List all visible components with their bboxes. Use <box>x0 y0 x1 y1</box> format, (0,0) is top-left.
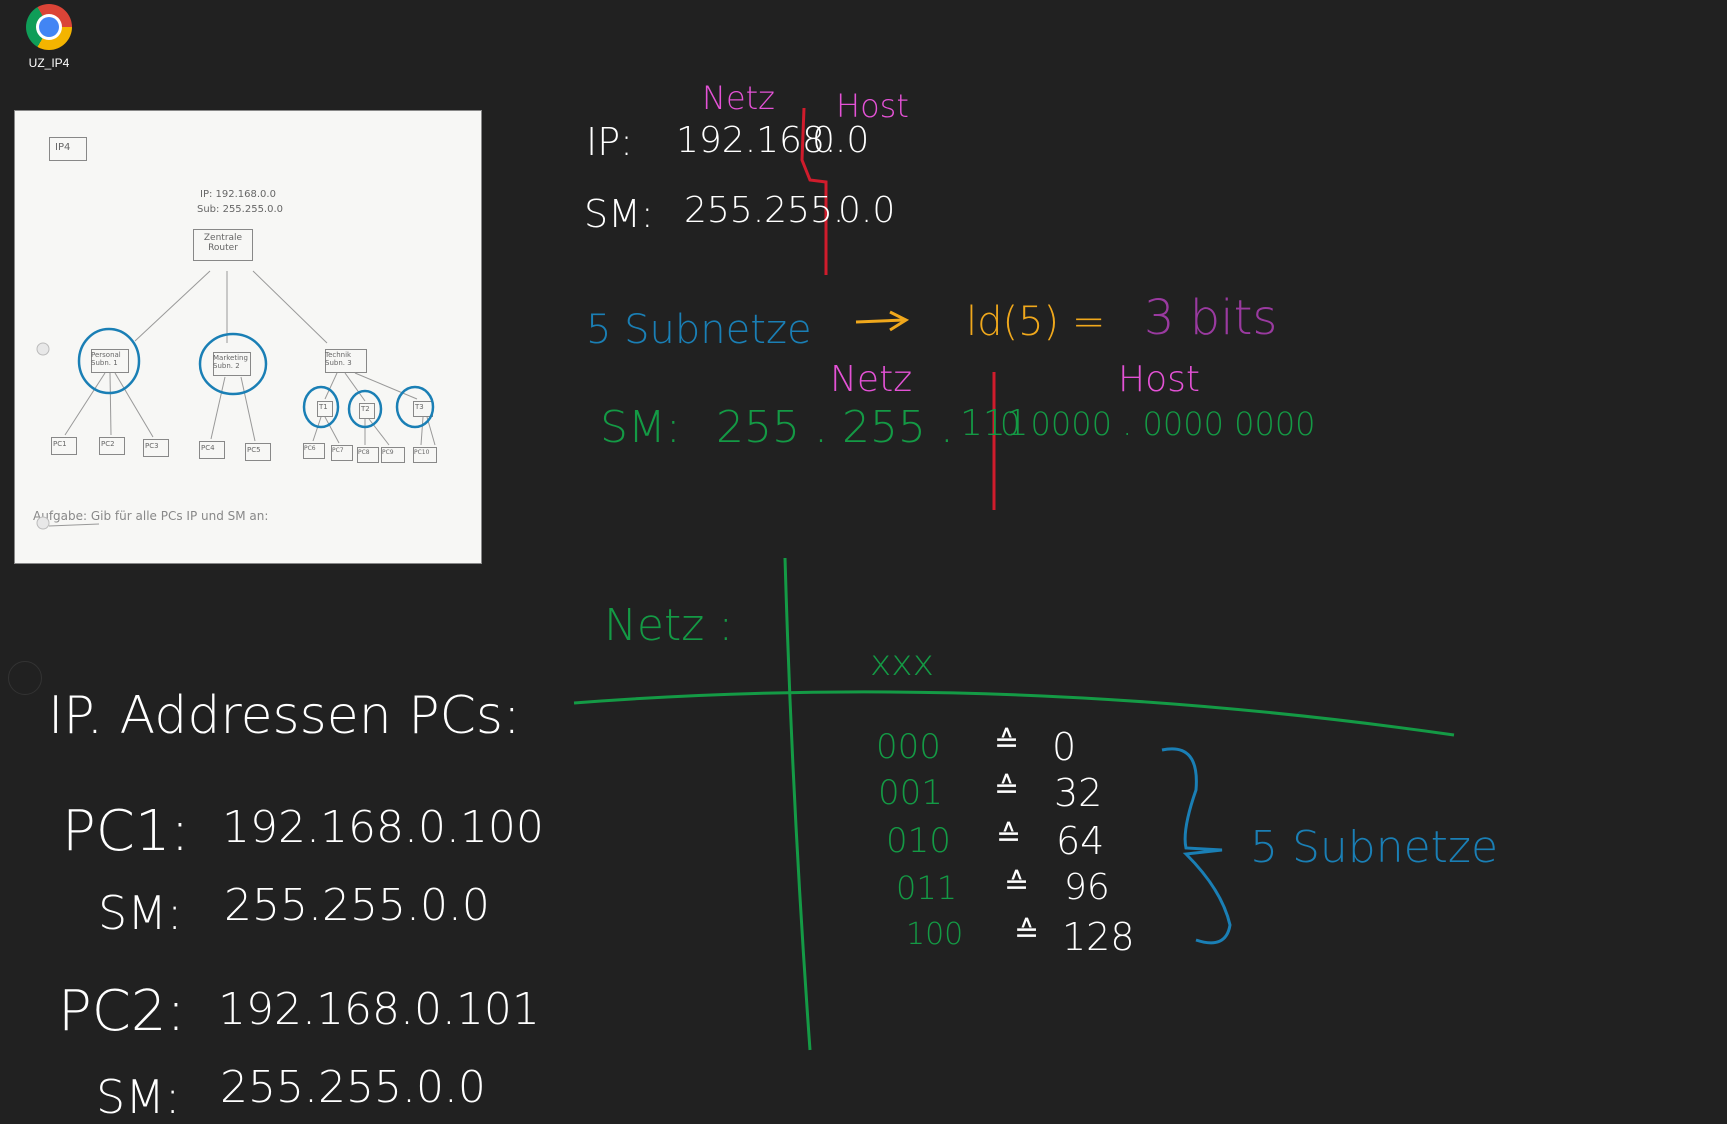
table-row-eq: ≙ <box>1014 915 1040 950</box>
sheet-node-2: Marketing Subn. 2 <box>213 354 248 370</box>
sheet-pc: PC3 <box>145 442 159 450</box>
sheet-router: Zentrale Router <box>203 233 243 253</box>
sheet-ip-line: IP: 192.168.0.0 <box>200 189 276 200</box>
worksheet-image: IP4 IP: 192.168.0.0 Sub: 255.255.0.0 Zen… <box>14 110 482 564</box>
table-row-bits: 100 <box>906 917 964 952</box>
brace-label: 5 Subnetze <box>1250 822 1499 873</box>
table-header-netz: Netz : <box>604 600 734 651</box>
table-row-bits: 011 <box>896 869 958 907</box>
sheet-pc: PC9 <box>382 449 394 456</box>
sm-row-host: 0.0 <box>838 190 896 231</box>
sheet-pc: PC2 <box>101 440 115 448</box>
table-row-bits: 010 <box>886 821 951 861</box>
binary-sm-host-bits: 0 0000 . 0000 0000 <box>1000 405 1316 443</box>
sheet-title: IP4 <box>55 142 71 153</box>
sheet-node-1: Personal Subn. 1 <box>91 351 121 367</box>
subnets-count: 5 Subnetze <box>586 307 812 353</box>
subnets-formula: ld(5) = <box>966 299 1106 345</box>
table-row-eq: ≙ <box>1004 867 1030 902</box>
sheet-small-node-2: T2 <box>361 405 370 413</box>
sheet-pc: PC5 <box>247 446 261 454</box>
ip-list-heading: IP. Addressen PCs: <box>48 686 521 746</box>
table-horizontal-line <box>573 690 1455 737</box>
pc2-sm-label: SM: <box>96 1070 181 1124</box>
table-row-eq: ≙ <box>996 819 1022 854</box>
sheet-pc: PC10 <box>414 449 430 456</box>
worksheet-drawing <box>36 270 436 530</box>
table-row-eq: ≙ <box>994 725 1020 760</box>
table-row-eq: ≙ <box>994 771 1020 806</box>
table-row-value: 64 <box>1056 819 1105 863</box>
table-row-value: 128 <box>1062 915 1135 959</box>
host-label: Host <box>836 87 909 125</box>
table-row-value: 32 <box>1054 771 1103 815</box>
ip-row-net: 192.168. <box>676 120 837 161</box>
netz-label: Netz <box>702 79 775 117</box>
table-vertical-line <box>783 557 812 1051</box>
sheet-task: Aufgabe: Gib für alle PCs IP und SM an: <box>33 509 269 523</box>
pc1-label: PC1: <box>62 799 190 864</box>
table-row-value: 96 <box>1064 867 1110 908</box>
chrome-icon <box>26 4 72 50</box>
binary-netz-label: Netz <box>830 359 913 400</box>
sheet-pc: PC4 <box>201 444 215 452</box>
binary-host-label: Host <box>1118 359 1200 400</box>
curly-brace <box>1161 747 1232 945</box>
table-row-bits: 000 <box>876 727 941 767</box>
sheet-pc: PC8 <box>358 449 370 456</box>
binary-sm-part1: 255 . 255 . <box>716 402 954 453</box>
arrow-head <box>889 310 910 332</box>
table-header-xxx: xxx <box>870 643 934 684</box>
pc2-label: PC2: <box>58 979 186 1044</box>
desktop-shortcut-uz-ip4[interactable]: UZ_IP4 <box>18 4 80 70</box>
binary-sm-net-bits: 111 <box>960 403 1029 444</box>
ip-row-label: IP: <box>586 120 633 164</box>
sm-row-net: 255.255. <box>684 190 845 231</box>
sheet-node-3: Technik Subn. 3 <box>325 351 352 367</box>
sheet-small-node-3: T3 <box>415 403 424 411</box>
binary-sm-label: SM: <box>600 402 681 453</box>
sheet-pc: PC1 <box>53 440 67 448</box>
table-row-bits: 001 <box>878 773 943 813</box>
pc1-ip: 192.168.0.100 <box>222 802 544 853</box>
sheet-sub-line: Sub: 255.255.0.0 <box>197 204 284 215</box>
pc2-ip: 192.168.0.101 <box>218 984 540 1035</box>
arrow-line <box>855 318 905 324</box>
sheet-pc: PC7 <box>332 447 344 454</box>
pc1-sm-label: SM: <box>98 886 183 940</box>
side-circle-button[interactable] <box>8 661 42 695</box>
sheet-pc: PC6 <box>304 445 316 452</box>
subnets-result: 3 bits <box>1144 290 1278 346</box>
sheet-small-node-1: T1 <box>319 403 328 411</box>
sm-row-label: SM: <box>584 192 654 236</box>
pc1-sm: 255.255.0.0 <box>224 880 490 931</box>
netz-host-divider-top <box>800 107 828 275</box>
ip-row-host: 0.0 <box>812 120 870 161</box>
table-row-value: 0 <box>1052 725 1077 769</box>
shortcut-label: UZ_IP4 <box>28 56 70 70</box>
pc2-sm: 255.255.0.0 <box>220 1062 486 1113</box>
